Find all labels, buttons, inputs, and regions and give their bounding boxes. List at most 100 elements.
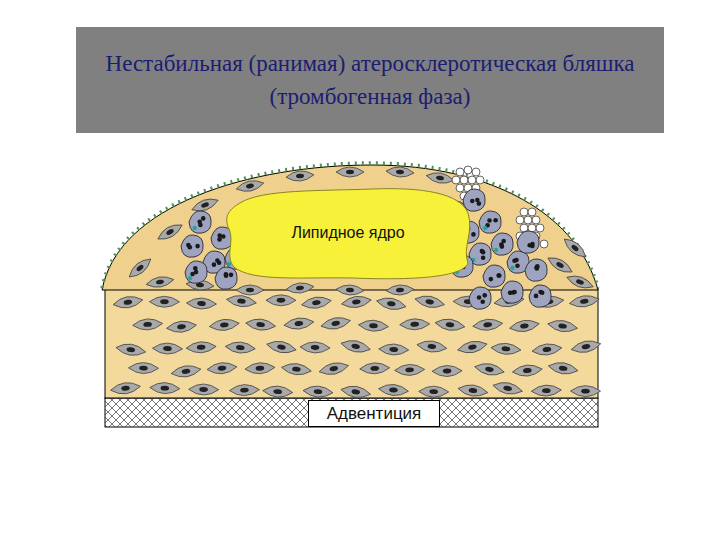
cell-nucleus	[123, 299, 132, 305]
smooth-muscle-cell	[266, 295, 296, 306]
macrophage-granule	[480, 299, 485, 304]
cell-body	[341, 294, 372, 309]
cell-body	[394, 364, 424, 376]
cell-nucleus	[483, 322, 492, 328]
adventitia-band	[105, 398, 598, 427]
macrophage-body	[185, 261, 207, 283]
cell-nucleus	[217, 365, 226, 371]
macrophage-granule	[489, 277, 494, 282]
cell-nucleus	[581, 343, 590, 349]
smooth-muscle-cell	[155, 221, 184, 244]
smooth-muscle-cell	[209, 318, 240, 332]
cell-nucleus	[445, 322, 454, 328]
cell-nucleus	[220, 322, 229, 328]
macrophage	[517, 231, 539, 253]
macrophage-granule	[497, 273, 502, 278]
cell-body	[266, 339, 298, 356]
cell-nucleus	[396, 288, 404, 293]
cell-body	[236, 285, 264, 295]
smooth-muscle-cell	[474, 361, 505, 377]
cell-body	[128, 362, 158, 373]
smooth-muscle-cell	[570, 386, 600, 397]
cell-nucleus	[165, 228, 174, 236]
cell-body	[145, 275, 174, 290]
cell-body	[386, 166, 415, 178]
cell-nucleus	[331, 320, 340, 326]
cell-body	[400, 318, 430, 330]
macrophage-granule	[470, 199, 475, 204]
macrophage	[491, 233, 513, 255]
smooth-muscle-cell	[128, 362, 158, 373]
smooth-muscle-cell	[336, 284, 364, 295]
cell-nucleus	[352, 299, 361, 305]
macrophage	[463, 189, 485, 211]
macrophage-granule	[515, 264, 520, 269]
cell-body	[209, 318, 240, 332]
smooth-muscle-cell	[457, 339, 489, 356]
cell-body	[245, 318, 276, 332]
cell-nucleus	[294, 321, 303, 327]
cell-body	[457, 339, 489, 356]
cell-body	[531, 342, 562, 356]
cell-nucleus	[443, 368, 452, 373]
macrophage-granule	[224, 272, 229, 277]
cell-nucleus	[256, 366, 265, 371]
node-label: Липидное ядро	[291, 224, 404, 242]
smooth-muscle-cell	[547, 318, 578, 333]
cell-nucleus	[197, 345, 206, 350]
cell-body	[358, 319, 389, 332]
macrophage-granule	[501, 239, 506, 244]
cell-nucleus	[542, 388, 551, 393]
smooth-muscle-cell	[229, 384, 259, 396]
smooth-muscle-cell	[115, 342, 146, 357]
cell-body	[336, 167, 364, 177]
macrophage-granule	[193, 266, 198, 271]
cell-body	[414, 294, 446, 310]
cell-body	[547, 318, 578, 333]
smooth-muscle-cell	[150, 382, 180, 394]
platelet	[536, 224, 544, 232]
cell-nucleus	[559, 365, 568, 371]
cell-body	[474, 361, 505, 377]
plaque-dome	[102, 165, 598, 290]
foam-droplet	[192, 226, 196, 230]
cell-body	[512, 364, 543, 378]
smooth-muscle-cell	[358, 319, 389, 332]
cell-nucleus	[427, 344, 436, 350]
smooth-muscle-cell	[531, 384, 561, 396]
smooth-muscle-cell	[189, 384, 219, 395]
smooth-muscle-cell	[262, 385, 293, 398]
cell-body	[266, 295, 296, 306]
cell-nucleus	[346, 288, 354, 293]
smooth-muscle-cell	[320, 315, 352, 331]
platelet	[540, 240, 548, 248]
cell-nucleus	[121, 385, 130, 391]
macrophage-granule	[477, 201, 482, 206]
smooth-muscle-cell	[207, 361, 238, 375]
cell-body	[425, 171, 454, 186]
cell-nucleus	[246, 288, 254, 292]
cell-body	[491, 342, 522, 355]
macrophage	[501, 281, 523, 303]
label-box: Адвентиция	[308, 400, 440, 427]
cell-nucleus	[436, 175, 445, 181]
macrophage-granule	[201, 216, 206, 221]
platelet	[520, 208, 528, 216]
cell-body	[570, 338, 602, 355]
cell-body	[225, 341, 256, 354]
macrophage	[181, 235, 203, 257]
smooth-muscle-cell	[126, 255, 154, 281]
cell-body	[376, 295, 408, 312]
macrophage-granule	[540, 290, 545, 295]
cell-body	[186, 341, 217, 354]
cell-nucleus	[370, 366, 379, 371]
cell-body	[434, 317, 465, 332]
smooth-muscle-cell	[472, 318, 503, 332]
smooth-muscle-cell	[419, 386, 449, 398]
smooth-muscle-cell	[340, 384, 371, 400]
cell-nucleus	[555, 261, 564, 269]
macrophage-granule	[188, 245, 193, 250]
smooth-muscle-cell	[236, 285, 264, 295]
foam-droplet	[188, 276, 192, 280]
cell-nucleus	[329, 365, 338, 372]
